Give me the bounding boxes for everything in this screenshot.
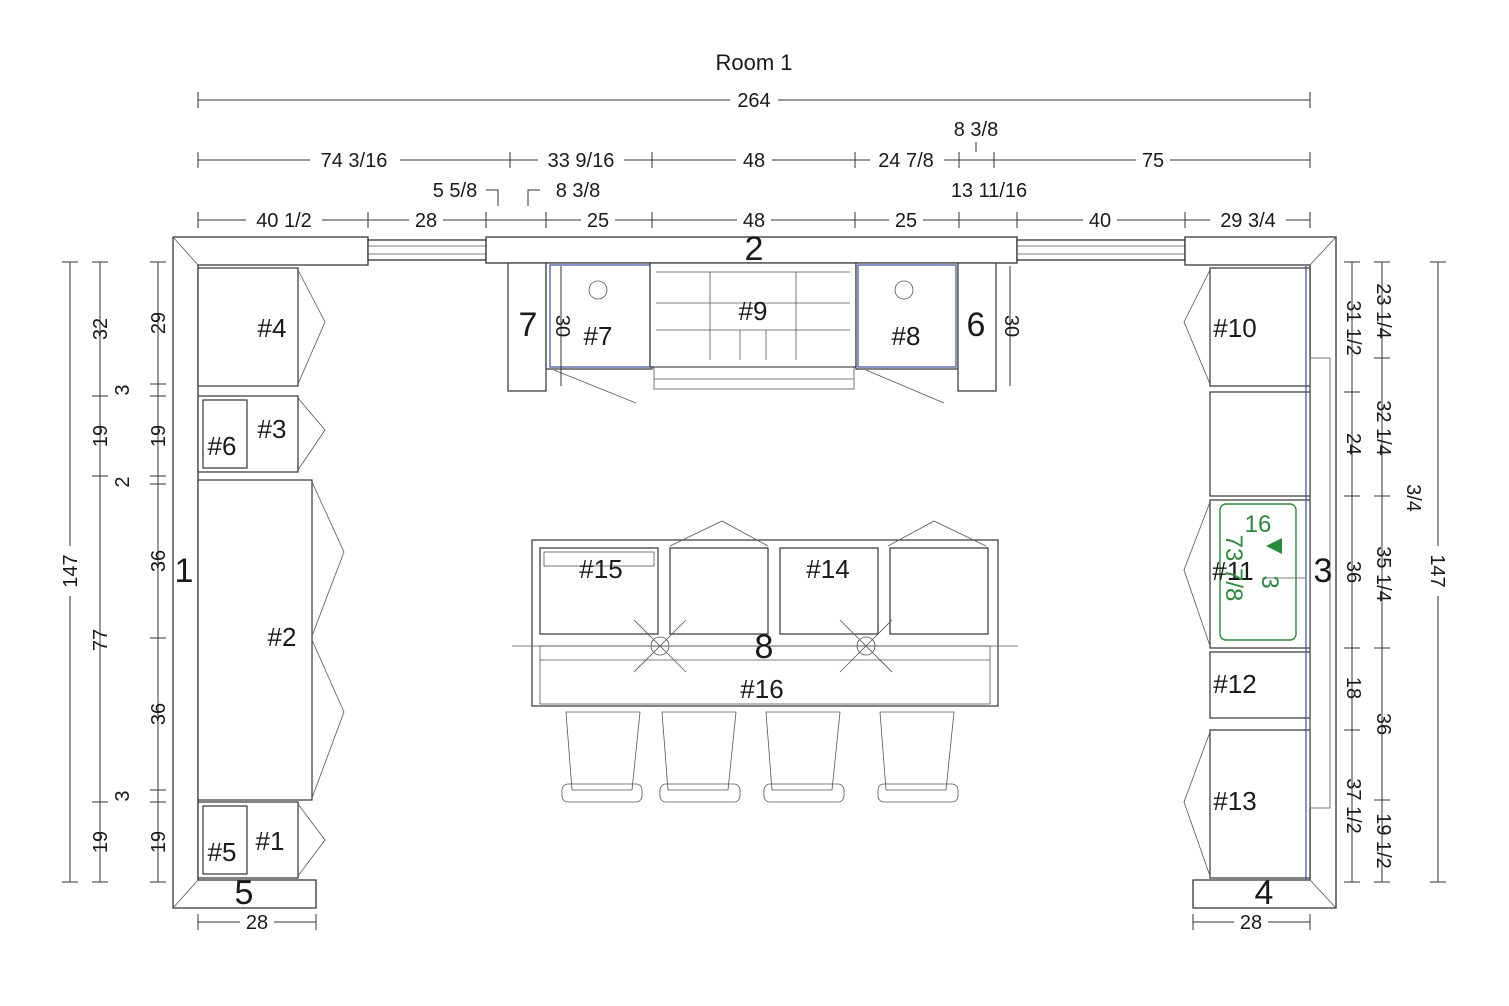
dim-13-11-16: 13 11/16 <box>951 180 1027 202</box>
dim-overall-264: 264 <box>737 90 770 112</box>
dim-right-outer-147: 147 <box>1426 554 1448 587</box>
dim-left-36b: 36 <box>148 703 170 725</box>
dim-left-2: 2 <box>112 476 134 487</box>
dim-bottom-right-28: 28 <box>1240 912 1262 934</box>
dim-25-right: 25 <box>895 210 917 232</box>
dim-left-19b: 19 <box>90 831 112 853</box>
dim-48-row4: 48 <box>743 210 765 232</box>
cabinet-label-1: #1 <box>256 826 285 856</box>
wall-number-8: 8 <box>755 628 774 666</box>
dim-28-top: 28 <box>415 210 437 232</box>
dim-left-77: 77 <box>90 629 112 651</box>
cabinet-label-2: #2 <box>268 622 297 652</box>
dim-left-8-3-8: 8 3/8 <box>556 180 600 202</box>
dim-left-3a: 3 <box>112 384 134 395</box>
sink-label-3: 3 <box>1256 575 1283 588</box>
sink-label-16: 16 <box>1245 511 1272 538</box>
wall-number-3: 3 <box>1314 552 1333 590</box>
room-title: Room 1 <box>715 50 792 75</box>
dim-right-36b: 36 <box>1372 713 1394 735</box>
wall-number-2: 2 <box>745 230 764 268</box>
dim-29-3-4: 29 3/4 <box>1220 210 1276 232</box>
left-cabinets <box>197 267 345 879</box>
top-cabinets <box>507 262 997 404</box>
dim-left-19a: 19 <box>90 425 112 447</box>
wall-number-5: 5 <box>235 874 254 912</box>
dim-right-36a: 36 <box>1342 561 1364 583</box>
dim-bottom-left-28: 28 <box>246 912 268 934</box>
dim-right-23-1-4: 23 1/4 <box>1372 283 1394 339</box>
dim-right-19-1-2: 19 1/2 <box>1372 813 1394 869</box>
dim-left-3b: 3 <box>112 790 134 801</box>
dim-25-left: 25 <box>587 210 609 232</box>
cabinet-label-14: #14 <box>806 554 849 584</box>
dim-right-32-1-4: 32 1/4 <box>1372 400 1394 456</box>
cabinet-label-6: #6 <box>208 431 237 461</box>
dim-5-5-8: 5 5/8 <box>433 180 477 202</box>
cabinet-label-3: #3 <box>258 414 287 444</box>
cabinet-label-5: #5 <box>208 837 237 867</box>
wall-number-7: 7 <box>519 306 538 344</box>
cabinet-label-12: #12 <box>1213 669 1256 699</box>
dim-left-36a: 36 <box>148 550 170 572</box>
cabinet-label-8: #8 <box>892 321 921 351</box>
dim-right-18: 18 <box>1342 677 1364 699</box>
right-dimensions: 147 23 1/4 31 1/2 32 1/4 24 3/4 35 1/4 3… <box>1342 261 1456 883</box>
dim-side-30-right: 30 <box>1000 315 1022 337</box>
dim-side-30-left: 30 <box>551 315 573 337</box>
walls <box>172 236 1337 909</box>
wall-number-6: 6 <box>967 306 986 344</box>
dim-74-3-16: 74 3/16 <box>321 150 388 172</box>
cabinet-label-16: #16 <box>740 674 783 704</box>
dim-left-29: 29 <box>148 312 170 334</box>
sink-arrow-icon <box>1266 538 1282 554</box>
cabinet-label-13: #13 <box>1213 786 1256 816</box>
right-cabinets <box>1183 266 1331 880</box>
cabinet-label-9: #9 <box>739 296 768 326</box>
cabinet-label-4: #4 <box>258 313 287 343</box>
cabinet-label-15: #15 <box>579 554 622 584</box>
left-dimensions: 147 32 3 19 2 77 3 19 29 19 36 36 19 <box>52 261 170 883</box>
cabinet-label-11: #11 <box>1212 556 1253 586</box>
top-dimensions: 264 74 3/16 33 9/16 48 24 7/8 75 8 3/8 5… <box>197 88 1311 232</box>
dim-right-24: 24 <box>1342 433 1364 455</box>
sink-label-73-7-8: 73 7/8 <box>1220 535 1247 602</box>
dim-left-outer-147: 147 <box>60 554 82 587</box>
island <box>512 520 1018 803</box>
dim-24-7-8: 24 7/8 <box>878 150 934 172</box>
dim-upper-8-3-8: 8 3/8 <box>954 119 998 141</box>
dim-48-top: 48 <box>743 150 765 172</box>
dim-40: 40 <box>1089 210 1111 232</box>
dim-right-3-4: 3/4 <box>1402 484 1424 512</box>
wall-number-4: 4 <box>1255 874 1274 912</box>
cabinet-label-10: #10 <box>1213 313 1256 343</box>
dim-left-inner-19a: 19 <box>148 425 170 447</box>
dim-right-35-1-4: 35 1/4 <box>1372 546 1394 602</box>
dim-right-31-1-2: 31 1/2 <box>1342 300 1364 356</box>
wall-number-1: 1 <box>175 552 194 590</box>
dim-right-37-1-2: 37 1/2 <box>1342 778 1364 834</box>
dim-33-9-16: 33 9/16 <box>548 150 615 172</box>
dim-40-1-2: 40 1/2 <box>256 210 312 232</box>
dim-left-32: 32 <box>90 318 112 340</box>
bottom-dimensions: 28 28 <box>197 910 1311 934</box>
dim-75: 75 <box>1142 150 1164 172</box>
dim-left-inner-19b: 19 <box>148 831 170 853</box>
cabinet-label-7: #7 <box>584 321 613 351</box>
